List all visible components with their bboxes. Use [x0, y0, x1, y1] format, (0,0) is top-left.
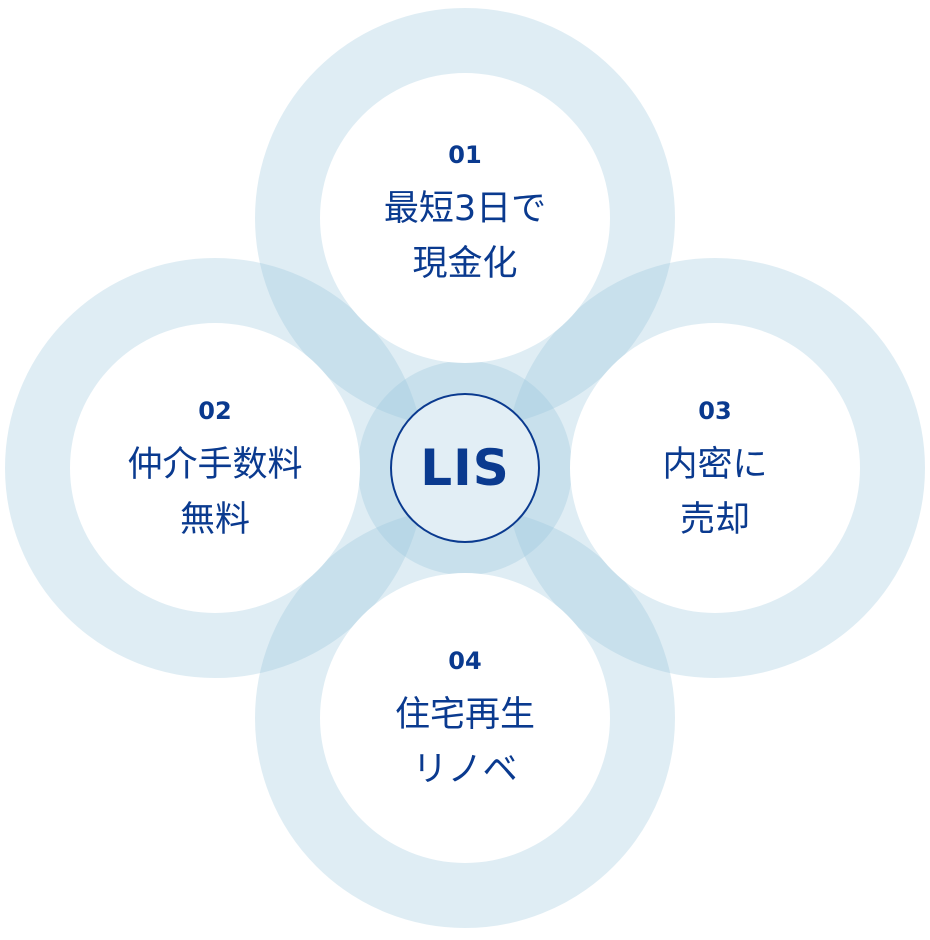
item-line2: 売却: [679, 500, 750, 540]
inner-left: [70, 323, 360, 613]
item-line1: 最短3日で: [383, 189, 547, 229]
item-line2: 現金化: [412, 244, 518, 284]
item-04: 04 住宅再生 リノベ: [315, 646, 615, 798]
item-02: 02 仲介手数料 無料: [65, 396, 365, 548]
lis-label: LIS: [420, 439, 510, 497]
item-number: 02: [198, 397, 232, 425]
item-number: 04: [448, 647, 482, 675]
inner-top: [320, 73, 610, 363]
item-number: 03: [698, 397, 732, 425]
item-line1: 仲介手数料: [127, 445, 303, 485]
item-01: 01 最短3日で 現金化: [315, 140, 615, 292]
inner-right: [570, 323, 860, 613]
item-line2: 無料: [179, 500, 250, 540]
item-number: 01: [448, 141, 482, 169]
item-line1: 内密に: [662, 445, 768, 485]
lis-logo: LIS: [390, 393, 540, 543]
item-line2: リノベ: [412, 750, 518, 790]
inner-bottom: [320, 573, 610, 863]
item-03: 03 内密に 売却: [565, 396, 865, 548]
item-line1: 住宅再生: [394, 695, 535, 735]
